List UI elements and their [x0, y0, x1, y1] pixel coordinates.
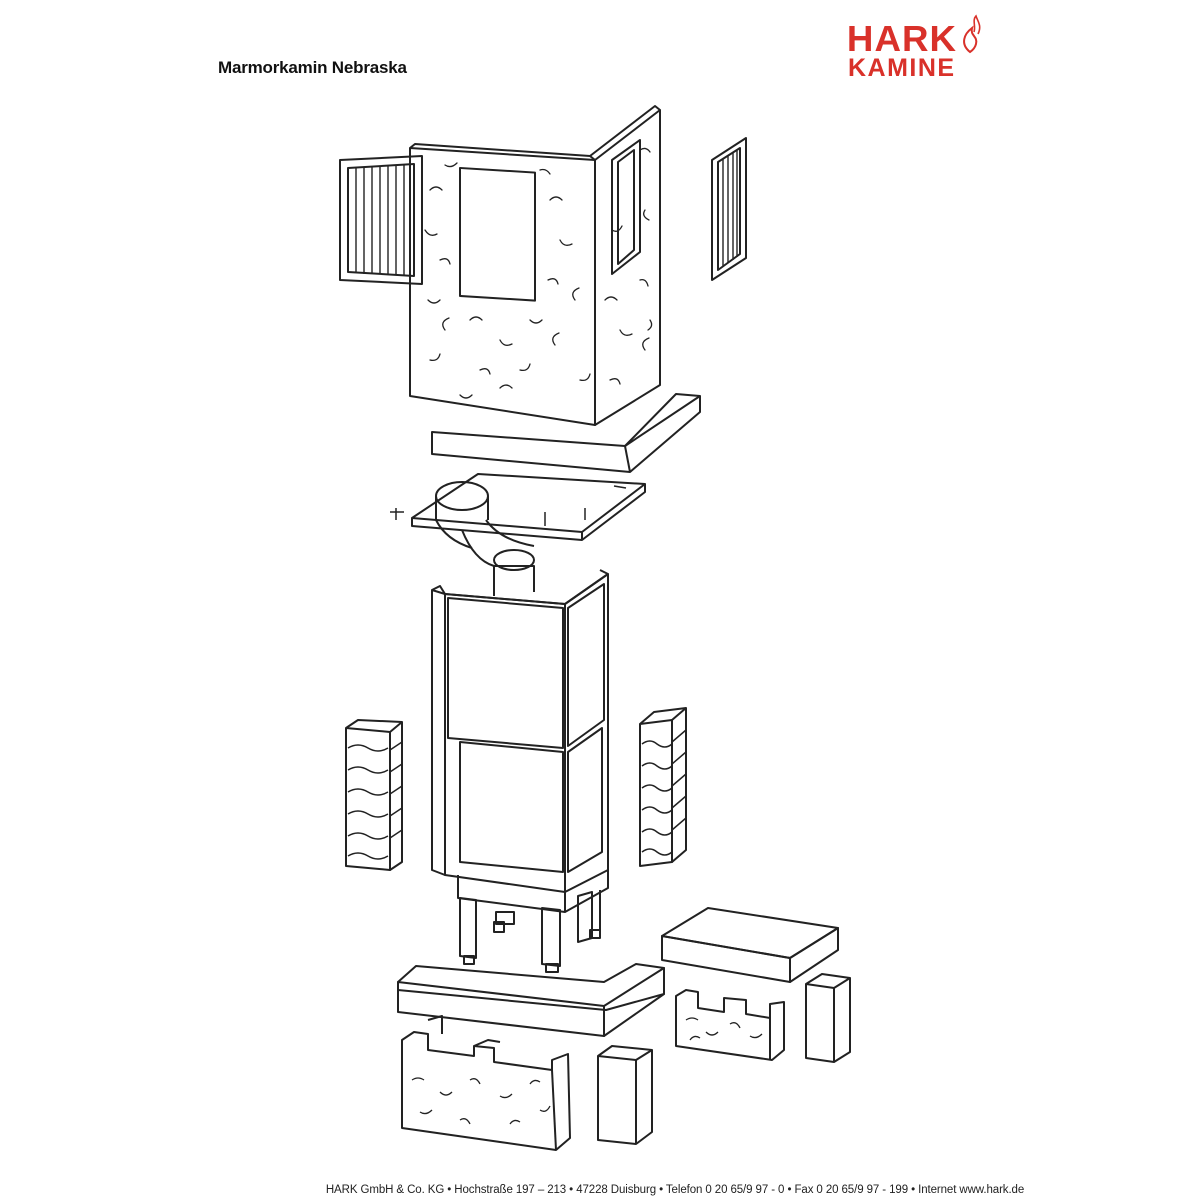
- left-base-block: [401, 1015, 571, 1151]
- fireplace-insert: [431, 569, 609, 913]
- page-title: Marmorkamin Nebraska: [218, 58, 407, 77]
- hood-cladding: [409, 105, 661, 426]
- mounting-frame: [390, 473, 646, 541]
- right-side-block-stack: [639, 707, 687, 867]
- flue-pipe: [435, 481, 535, 596]
- footer-contact: HARK GmbH & Co. KG • Hochstraße 197 – 21…: [325, 1184, 1025, 1196]
- right-base-block: [675, 989, 785, 1061]
- left-small-block: [597, 1045, 653, 1145]
- logo-text-kamine: KAMINE: [848, 54, 956, 82]
- flame-icon: [963, 14, 981, 54]
- brand-logo: HARK KAMINE: [838, 14, 988, 84]
- insert-legs: [459, 890, 601, 973]
- right-vent-grille: [711, 137, 747, 281]
- right-small-block: [805, 973, 851, 1063]
- bench-top-slab: [661, 907, 839, 983]
- exploded-view-diagram: [339, 105, 851, 1151]
- upper-shelf-slab: [431, 393, 701, 473]
- hearth-slab: [397, 963, 665, 1037]
- left-side-block-stack: [345, 719, 403, 871]
- left-vent-grille: [339, 155, 423, 285]
- logo-text-hark: HARK: [846, 18, 958, 59]
